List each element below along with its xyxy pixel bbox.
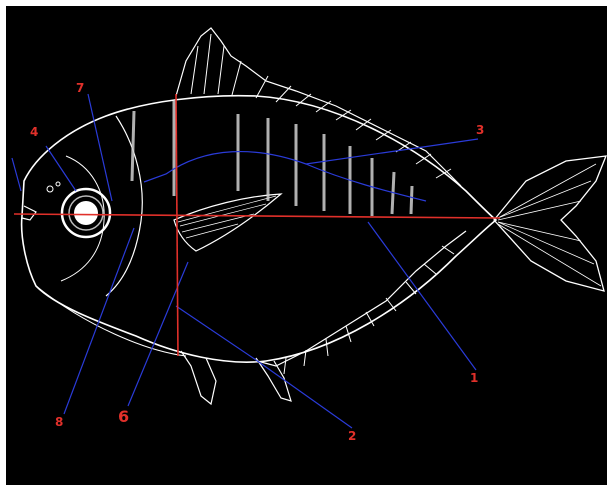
caudal-fin-rays (498, 164, 601, 286)
diagram-canvas: 1 2 3 4 6 7 8 (6, 6, 607, 485)
leader-line-4 (46, 146, 76, 191)
leader-line-2 (176, 306, 352, 428)
leader-line-1 (368, 222, 476, 370)
mouth (22, 206, 36, 220)
pectoral-fin (174, 194, 281, 251)
body-stripes (132, 101, 412, 216)
label-7: 7 (76, 81, 84, 95)
anal-fin-rays (284, 246, 454, 374)
label-2: 2 (348, 429, 356, 443)
anal-fin (261, 231, 466, 366)
nostril-2 (56, 182, 60, 186)
fish-diagram-svg: 1 2 3 4 6 7 8 (6, 6, 607, 485)
dorsal-fin-rays (191, 34, 451, 178)
leader-line-8 (64, 228, 134, 414)
label-3: 3 (476, 123, 484, 137)
leader-line-7 (88, 94, 112, 201)
label-4: 4 (30, 125, 38, 139)
body-depth-line (176, 94, 178, 356)
gill-cover (106, 116, 142, 296)
labels: 1 2 3 4 6 7 8 (30, 81, 484, 443)
label-1: 1 (470, 371, 478, 385)
eye-pupil (74, 201, 98, 225)
leader-line-6 (128, 262, 188, 406)
caudal-fin (494, 156, 606, 291)
leader-line-4b (12, 158, 21, 191)
nostril (47, 186, 53, 192)
label-6: 6 (118, 407, 129, 426)
label-8: 8 (55, 415, 63, 429)
